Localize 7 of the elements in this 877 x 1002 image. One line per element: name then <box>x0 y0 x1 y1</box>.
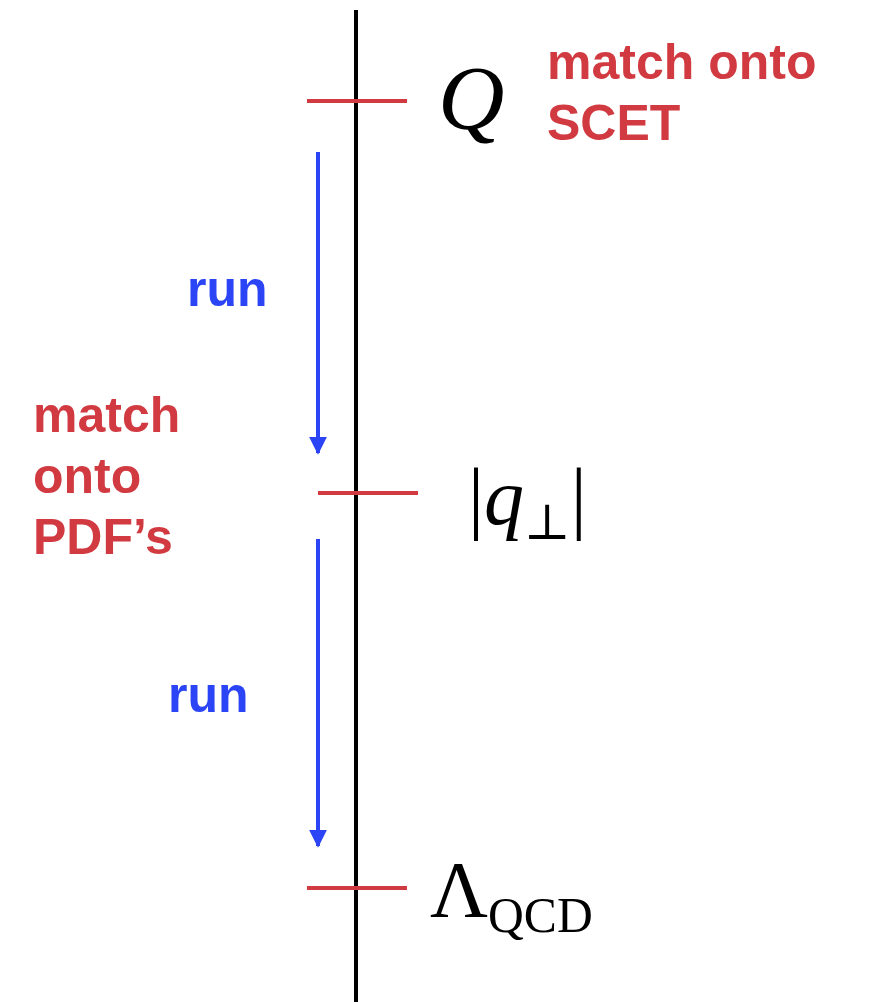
step-note: match onto SCET <box>547 33 818 153</box>
step-note: match onto PDF’s <box>33 386 182 567</box>
edge-label: run <box>187 264 268 314</box>
scale-label: Q <box>438 52 505 144</box>
scale-label: |q$_{⊥}$| <box>468 457 587 548</box>
scale-label: Λ$_{QCD}$ <box>430 850 593 941</box>
edge-label: run <box>168 670 249 720</box>
